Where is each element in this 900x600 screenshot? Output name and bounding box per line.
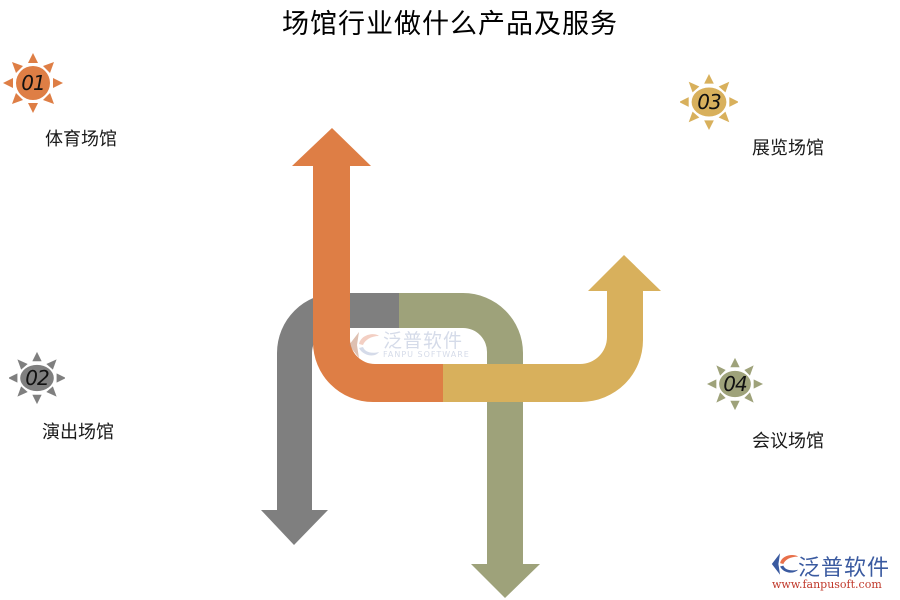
label-exhibition-venue: 展览场馆 — [752, 138, 824, 159]
badge-number: 01 — [21, 71, 45, 95]
watermark-cn-text: 泛普软件 — [383, 330, 464, 352]
badge-04: 04 — [707, 356, 763, 412]
badge-number: 03 — [697, 90, 721, 114]
badge-01: 01 — [3, 53, 63, 113]
page-title: 场馆行业做什么产品及服务 — [282, 9, 618, 40]
badge-03: 03 — [680, 73, 738, 131]
label-conference-venue: 会议场馆 — [752, 431, 824, 452]
corner-watermark-cn: 泛普软件 — [798, 556, 891, 581]
sun-icon — [3, 53, 63, 113]
sun-icon — [680, 73, 738, 131]
label-performance-venue: 演出场馆 — [42, 422, 114, 443]
fanpu-logo-icon — [771, 553, 799, 575]
watermark-en-text: FANPU SOFTWARE — [383, 350, 470, 359]
badge-02: 02 — [9, 350, 65, 406]
badge-number: 04 — [723, 372, 747, 396]
sun-icon — [9, 351, 65, 405]
corner-watermark: 泛普软件 www.fanpusoft.com — [768, 550, 898, 596]
olive-arrow — [399, 293, 540, 598]
badge-number: 02 — [25, 366, 49, 390]
label-sports-venue: 体育场馆 — [45, 129, 117, 150]
fanpu-logo-icon — [349, 332, 379, 358]
sun-icon — [707, 357, 763, 411]
center-watermark: 泛普软件 FANPU SOFTWARE — [345, 326, 485, 366]
gray-arrow — [261, 293, 399, 545]
orange-arrow — [292, 128, 443, 402]
yellow-arrow — [443, 255, 661, 402]
corner-watermark-url: www.fanpusoft.com — [772, 578, 882, 591]
